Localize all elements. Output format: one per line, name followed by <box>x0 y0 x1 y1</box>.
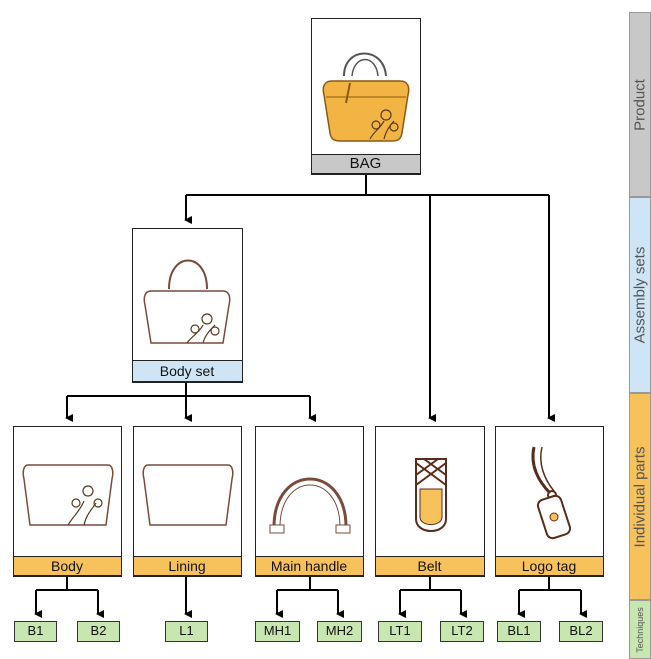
part-label-belt: Belt <box>374 556 485 576</box>
orange-handbag-icon <box>322 52 410 142</box>
part-label-logo-tag: Logo tag <box>494 556 604 576</box>
technique-BL1: BL1 <box>497 621 541 642</box>
handbag-sketch-icon <box>143 259 231 344</box>
assembly-node: Body set <box>131 228 243 383</box>
belt-sketch-icon <box>415 458 447 532</box>
part-node-main-handle: Main handle <box>254 426 364 577</box>
product-node: BAG <box>310 18 421 175</box>
technique-BL2: BL2 <box>559 621 603 642</box>
part-label-lining: Lining <box>132 556 242 576</box>
logo-tag-sketch-icon <box>531 446 572 540</box>
part-node-logo-tag: Logo tag <box>494 426 604 577</box>
level-label-assembly: Assembly sets <box>631 246 649 344</box>
technique-B1: B1 <box>14 621 57 642</box>
technique-MH2: MH2 <box>317 621 362 642</box>
part-node-belt: Belt <box>374 426 485 577</box>
technique-LT1: LT1 <box>378 621 422 642</box>
technique-MH1: MH1 <box>255 621 300 642</box>
level-band-parts: Individual parts <box>629 393 651 600</box>
handle-sketch-icon <box>269 477 351 534</box>
level-band-assembly: Assembly sets <box>629 197 651 393</box>
level-label-product: Product <box>631 78 649 131</box>
technique-B2: B2 <box>77 621 120 642</box>
level-band-techniques: Techniques <box>629 600 651 659</box>
technique-L1: L1 <box>165 621 208 642</box>
level-label-parts: Individual parts <box>631 446 649 547</box>
part-node-lining: Lining <box>132 426 242 577</box>
technique-LT2: LT2 <box>440 621 484 642</box>
part-label-body: Body <box>12 556 122 576</box>
bag-body-sketch-icon <box>22 464 114 526</box>
bag-lining-sketch-icon <box>142 464 234 526</box>
product-label: BAG <box>310 154 421 174</box>
assembly-label: Body set <box>131 360 243 382</box>
level-band-product: Product <box>629 12 651 197</box>
part-node-body: Body <box>12 426 122 577</box>
part-label-main-handle: Main handle <box>254 556 364 576</box>
level-label-techniques: Techniques <box>635 606 645 653</box>
